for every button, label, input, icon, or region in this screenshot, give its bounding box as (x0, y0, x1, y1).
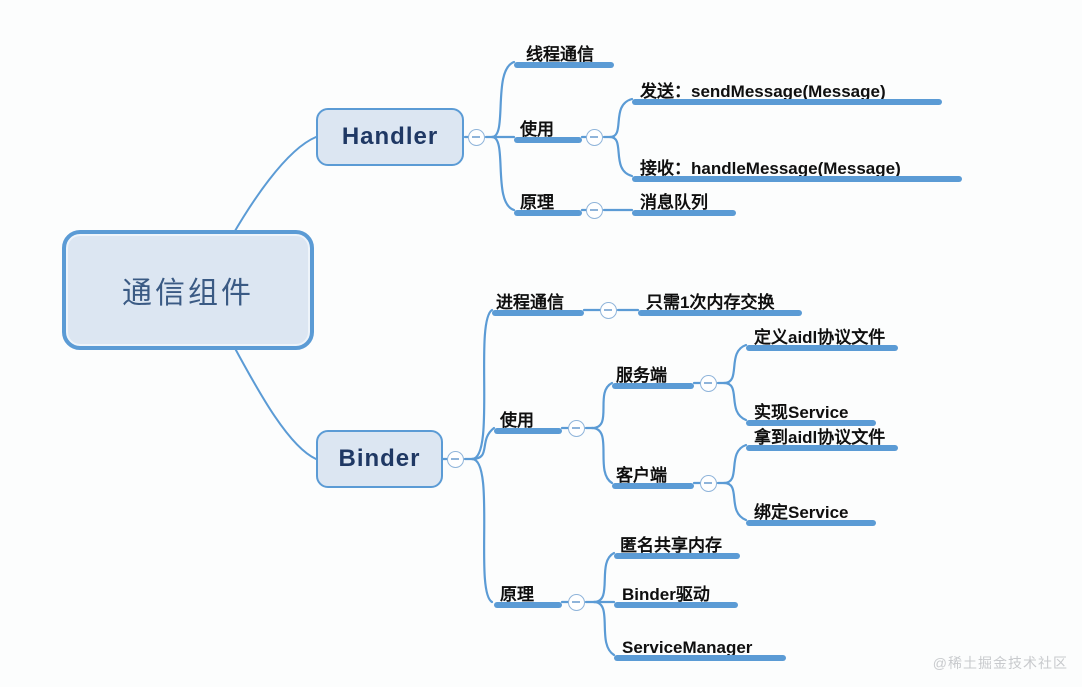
topic-underline (614, 553, 740, 559)
topic-binder-driver-label: Binder驱动 (622, 585, 710, 604)
topic-binder-principle[interactable]: 原理 (494, 572, 562, 608)
topic-binder-servicemanager-label: ServiceManager (622, 638, 753, 657)
topic-binder-impl-service-label: 实现Service (754, 403, 849, 422)
topic-handler-principle-label: 原理 (520, 193, 554, 212)
topic-underline (746, 520, 876, 526)
root-node[interactable]: 通信组件 (62, 230, 314, 350)
topic-underline (746, 345, 898, 351)
topic-binder-principle-label: 原理 (500, 585, 534, 604)
branch-node-handler[interactable]: Handler (316, 108, 464, 166)
collapse-toggle-handler-principle[interactable] (586, 201, 603, 219)
topic-underline (514, 62, 614, 68)
topic-underline (746, 420, 876, 426)
topic-handler-send[interactable]: 发送：sendMessage(Message) (632, 69, 942, 105)
root-node-label: 通信组件 (122, 277, 254, 310)
topic-underline (612, 483, 694, 489)
topic-underline (632, 210, 736, 216)
branch-node-handler-label: Handler (341, 123, 439, 150)
topic-handler-usage-label: 使用 (520, 120, 554, 139)
topic-underline (614, 602, 738, 608)
topic-underline (614, 655, 786, 661)
collapse-toggle-binder[interactable] (447, 450, 464, 468)
branch-node-binder[interactable]: Binder (316, 430, 443, 488)
topic-binder-client-label: 客户端 (616, 466, 667, 485)
topic-underline (514, 210, 582, 216)
collapse-toggle-binder-usage[interactable] (568, 419, 585, 437)
topic-underline (612, 383, 694, 389)
topic-underline (492, 310, 584, 316)
topic-binder-usage[interactable]: 使用 (494, 398, 562, 434)
topic-handler-msg-queue-label: 消息队列 (640, 193, 708, 212)
topic-binder-get-aidl-label: 拿到aidl协议文件 (754, 428, 886, 447)
topic-handler-send-label: 发送：sendMessage(Message) (640, 82, 886, 101)
collapse-toggle-handler[interactable] (468, 128, 485, 146)
topic-underline (638, 310, 802, 316)
topic-binder-server-label: 服务端 (616, 366, 667, 385)
topic-binder-usage-label: 使用 (500, 411, 534, 430)
topic-handler-usage[interactable]: 使用 (514, 107, 582, 143)
topic-binder-bind-service[interactable]: 绑定Service (746, 490, 876, 526)
topic-handler-receive[interactable]: 接收：handleMessage(Message) (632, 146, 962, 182)
topic-underline (494, 428, 562, 434)
topic-binder-bind-service-label: 绑定Service (754, 503, 849, 522)
collapse-toggle-binder-server[interactable] (700, 374, 717, 392)
collapse-toggle-binder-process-comm[interactable] (600, 301, 617, 319)
topic-binder-one-copy[interactable]: 只需1次内存交换 (638, 280, 802, 316)
topic-underline (746, 445, 898, 451)
topic-underline (632, 99, 942, 105)
topic-handler-receive-label: 接收：handleMessage(Message) (640, 159, 901, 178)
collapse-toggle-binder-principle[interactable] (568, 593, 585, 611)
topic-underline (514, 137, 582, 143)
collapse-toggle-handler-usage[interactable] (586, 128, 603, 146)
topic-binder-process-comm[interactable]: 进程通信 (492, 280, 584, 316)
topic-binder-server[interactable]: 服务端 (612, 353, 694, 389)
topic-handler-msg-queue[interactable]: 消息队列 (632, 180, 736, 216)
topic-binder-get-aidl[interactable]: 拿到aidl协议文件 (746, 415, 898, 451)
branch-node-binder-label: Binder (338, 445, 421, 472)
topic-binder-define-aidl[interactable]: 定义aidl协议文件 (746, 315, 898, 351)
collapse-toggle-binder-client[interactable] (700, 474, 717, 492)
topic-binder-process-comm-label: 进程通信 (496, 293, 564, 312)
topic-handler-thread-comm-label: 线程通信 (526, 45, 594, 64)
watermark: @稀土掘金技术社区 (932, 655, 1068, 671)
topic-binder-one-copy-label: 只需1次内存交换 (646, 293, 775, 312)
topic-binder-define-aidl-label: 定义aidl协议文件 (754, 328, 886, 347)
topic-handler-thread-comm[interactable]: 线程通信 (514, 32, 614, 68)
topic-binder-ashmem-label: 匿名共享内存 (620, 536, 722, 555)
topic-underline (632, 176, 962, 182)
topic-binder-servicemanager[interactable]: ServiceManager (614, 625, 786, 661)
topic-underline (494, 602, 562, 608)
topic-binder-ashmem[interactable]: 匿名共享内存 (614, 523, 740, 559)
topic-binder-client[interactable]: 客户端 (612, 453, 694, 489)
topic-binder-impl-service[interactable]: 实现Service (746, 390, 876, 426)
topic-binder-driver[interactable]: Binder驱动 (614, 572, 738, 608)
topic-handler-principle[interactable]: 原理 (514, 180, 582, 216)
